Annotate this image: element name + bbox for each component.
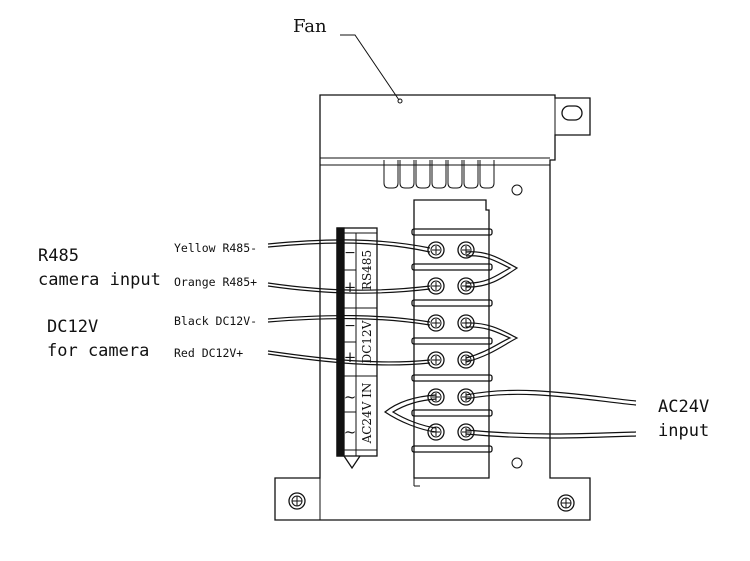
r485-group-label: R485	[38, 246, 79, 266]
dc12v-block-label: DC12V	[360, 320, 374, 363]
tilde-sign: ~	[344, 423, 357, 441]
orange-wire-label: Orange R485+	[174, 275, 257, 289]
fan-label: Fan	[293, 16, 327, 37]
plus-sign: +	[344, 348, 357, 366]
terminal-screw-icon	[457, 388, 475, 406]
chassis-plate	[274, 94, 591, 521]
terminal-strip	[413, 199, 490, 487]
fan-leader-dot	[397, 98, 403, 104]
rs485-label: RS485	[360, 250, 374, 290]
terminal-screw-icon	[427, 241, 445, 259]
plus-sign: +	[344, 278, 357, 296]
terminal-screw-icon	[427, 351, 445, 369]
terminal-screw-icon	[457, 277, 475, 295]
minus-sign: −	[344, 245, 356, 261]
fan-leader-line	[340, 34, 400, 101]
ac24v-group-label: AC24V	[658, 397, 709, 417]
screw-icon-right	[557, 494, 575, 512]
ac24v-group-sublabel: input	[658, 421, 709, 441]
red-wire-label: Red DC12V+	[174, 346, 243, 360]
plate-hole	[511, 184, 523, 196]
minus-sign: −	[344, 318, 356, 334]
mounting-slot	[561, 105, 583, 121]
terminal-screw-icon	[427, 277, 445, 295]
terminal-screw-icon	[457, 241, 475, 259]
terminal-label-block	[336, 227, 378, 470]
dc12v-group-sublabel: for camera	[47, 341, 149, 361]
tilde-sign: ~	[344, 388, 357, 406]
terminal-screw-icon	[457, 423, 475, 441]
dc12v-group-label: DC12V	[47, 317, 98, 337]
terminal-screw-icon	[427, 388, 445, 406]
fan-vents	[383, 160, 495, 189]
r485-group-sublabel: camera input	[38, 270, 161, 290]
ac24v-in-label: AC24V IN	[360, 383, 374, 445]
plate-hole	[511, 457, 523, 469]
screw-icon-left	[288, 492, 306, 510]
wires	[267, 239, 637, 439]
yellow-wire-label: Yellow R485-	[174, 241, 257, 255]
black-wire-label: Black DC12V-	[174, 314, 257, 328]
terminal-screw-icon	[427, 314, 445, 332]
terminal-separators	[411, 228, 493, 453]
